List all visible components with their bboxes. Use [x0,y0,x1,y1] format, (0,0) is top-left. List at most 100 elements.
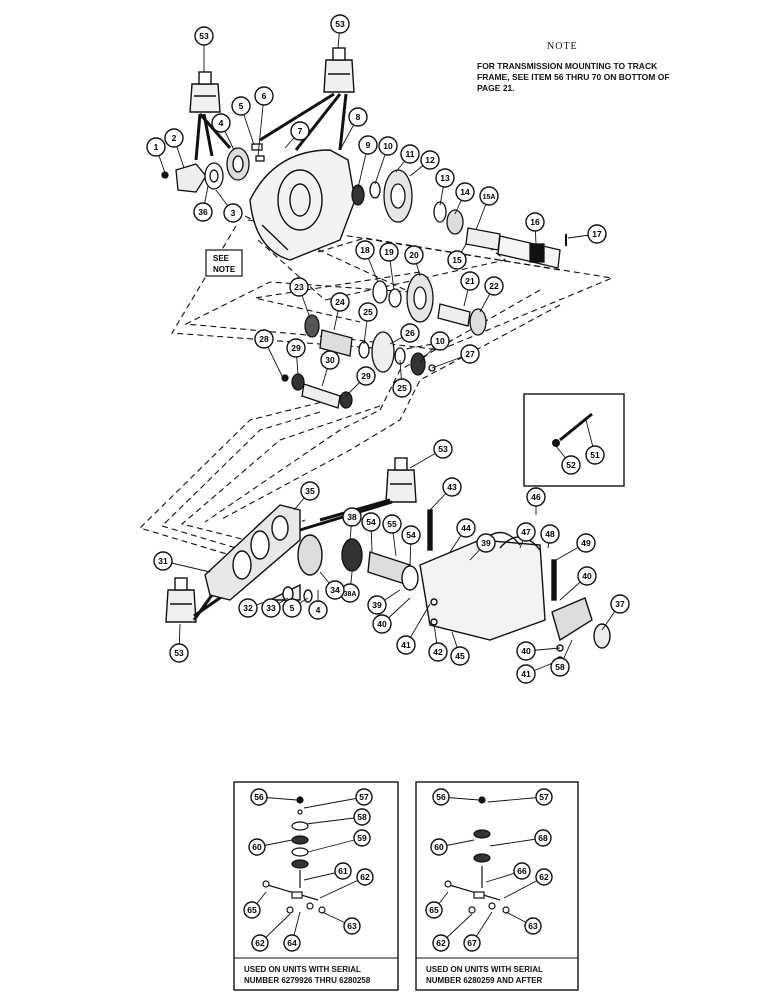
note-title: NOTE [547,41,578,52]
callout-number: 63 [528,921,538,931]
callout-circle [430,838,448,856]
callout-49: 49 [555,533,596,561]
callout-number: 44 [461,523,471,533]
callout-circle [343,917,361,935]
callout-number: 25 [363,307,373,317]
callout-circle [460,271,480,291]
callout-number: 30 [325,355,335,365]
callout-circle [401,525,421,545]
callout-number: 62 [436,938,446,948]
callout-number: 48 [545,529,555,539]
callout-40: 40 [559,566,597,601]
callout-circle [524,917,542,935]
callout-circle [534,829,552,847]
callout-circle [435,168,455,188]
callout-circle [576,533,596,553]
callout-number: 45 [455,651,465,661]
callout-57: 57 [487,788,553,806]
callout-circle [353,808,371,826]
callout-circle [283,934,301,952]
callout-circle [420,150,440,170]
callout-number: 20 [409,250,419,260]
callout-number: 12 [425,155,435,165]
callout-circle [513,862,531,880]
middle-shaft-gears [372,273,487,336]
callout-number: 67 [467,938,477,948]
bottle-icon [323,47,355,93]
callout-leader-line [305,816,363,825]
callout-66: 66 [485,862,531,883]
transmission-housing [341,509,611,664]
callout-circle [286,338,306,358]
callout-45: 45 [450,631,470,666]
callout-15: 15 [447,243,467,270]
callout-number: 53 [174,648,184,658]
front-bearing-parts [161,143,265,193]
callout-number: 39 [372,600,382,610]
callout-64: 64 [283,911,301,952]
callout-number: 29 [361,371,371,381]
callout-10: 10 [374,136,398,185]
callout-number: 10 [383,141,393,151]
callout-circle [251,934,269,952]
callout-circle [463,934,481,952]
callout-31: 31 [153,551,211,573]
callout-number: 37 [615,599,625,609]
callout-circle [456,518,476,538]
callout-53: 53 [194,26,214,72]
callout-circle [355,788,373,806]
callout-56: 56 [432,788,480,806]
callout-circle [248,838,266,856]
callout-circle [404,245,424,265]
callout-number: 41 [401,640,411,650]
callout-number: 51 [590,450,600,460]
callout-number: 56 [254,792,264,802]
callout-number: 18 [360,245,370,255]
callout-57: 57 [303,788,373,809]
callout-leader-line [489,837,544,847]
callout-28: 28 [254,329,283,377]
callout-5: 5 [282,597,309,618]
callout-number: 10 [435,336,445,346]
callout-number: 4 [316,605,321,615]
callout-65: 65 [425,891,449,919]
callout-circle [577,566,597,586]
callout-circle [330,292,350,312]
callout-circle [356,868,374,886]
callout-number: 14 [460,187,470,197]
callout-number: 28 [259,334,269,344]
callout-number: 54 [406,530,416,540]
callout-40: 40 [516,641,561,661]
inset-left-caption-line2: NUMBER 6279926 THRU 6280258 [244,976,371,985]
callout-2: 2 [164,128,185,169]
callout-number: 17 [592,229,602,239]
callout-number: 61 [338,866,348,876]
callout-circle [211,113,231,133]
callout-5: 5 [231,96,255,146]
inset-right-caption-line1: USED ON UNITS WITH SERIAL [426,965,543,974]
callout-number: 55 [387,519,397,529]
callout-63: 63 [505,911,542,935]
callout-number: 19 [384,247,394,257]
callout-52: 52 [555,445,581,475]
callout-46: 46 [526,487,546,515]
see-note-line2: NOTE [213,265,236,274]
callout-number: 46 [531,492,541,502]
callout-circle [428,642,448,662]
callout-59: 59 [307,829,371,853]
callout-circle [535,788,553,806]
callout-circle [525,212,545,232]
callout-61: 61 [303,862,352,881]
callout-68: 68 [489,829,552,847]
callout-circle [348,107,368,127]
see-note-box: SEE NOTE [205,249,243,277]
callout-13: 13 [435,168,455,206]
callout-circle [153,551,173,571]
callout-number: 32 [243,603,253,613]
callout-number: 31 [158,556,168,566]
callout-circle [392,378,412,398]
callout-circle [378,136,398,156]
callout-circle [455,182,475,202]
